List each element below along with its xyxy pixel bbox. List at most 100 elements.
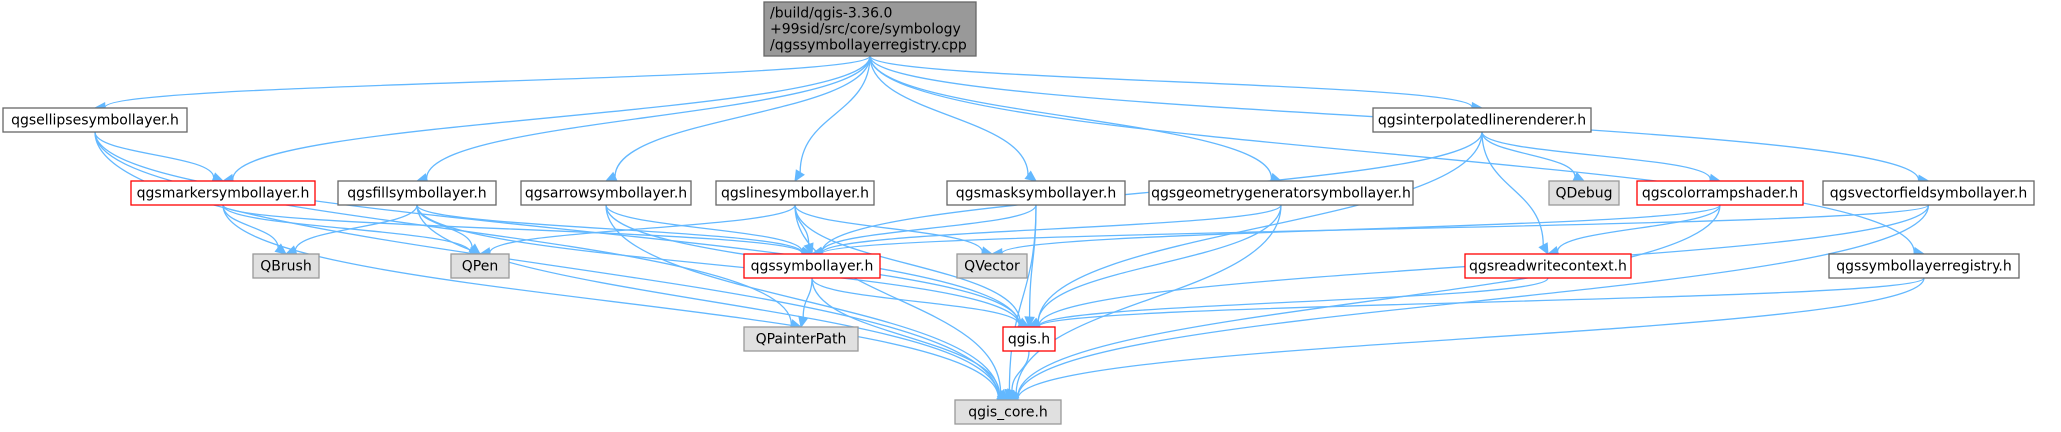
edge-mask-to-symlayer	[821, 204, 1037, 253]
node-label-qdebug: QDebug	[1555, 186, 1612, 202]
node-label-qgis: qgis.h	[1008, 332, 1050, 348]
edge-vectorfield-to-symlayer	[821, 204, 1930, 255]
node-colorramp[interactable]: qgscolorrampshader.h	[1636, 180, 1804, 206]
edge-root-to-arrow	[614, 55, 871, 177]
edge-root-to-ellipse	[104, 55, 871, 108]
node-fill[interactable]: qgsfillsymbollayer.h	[337, 180, 497, 206]
edge-colorramp-to-qgiscore	[1016, 204, 1721, 398]
edge-vectorfield-to-qgiscore	[1017, 204, 1930, 398]
node-box-qbrush	[252, 253, 320, 279]
edge-rwcontext-to-qgis	[1038, 277, 1549, 327]
node-box-qpen	[450, 253, 510, 279]
node-ellipse[interactable]: qgsellipsesymbollayer.h	[2, 107, 188, 133]
node-label-qbrush: QBrush	[260, 259, 311, 275]
edge-ellipse-to-qgis	[94, 131, 1020, 325]
edge-fill-to-qbrush	[294, 204, 418, 251]
node-label-geomgen: qgsgeometrygeneratorsymbollayer.h	[1151, 186, 1411, 202]
arrowhead-symlayer-to-qgiscore	[996, 389, 1010, 401]
edge-qgis-to-qgiscore	[1011, 350, 1030, 391]
node-box-qgiscore	[954, 399, 1062, 425]
node-label-marker: qgsmarkersymbollayer.h	[137, 186, 310, 202]
node-root[interactable]: /build/qgis-3.36.0+99sid/src/core/symbol…	[763, 1, 977, 57]
node-geomgen[interactable]: qgsgeometrygeneratorsymbollayer.h	[1148, 180, 1414, 206]
node-label-arrow: qgsarrowsymbollayer.h	[525, 186, 687, 202]
edge-line-to-qpen	[489, 204, 796, 253]
node-box-qgis	[1002, 326, 1056, 352]
node-interp[interactable]: qgsinterpolatedlinerenderer.h	[1372, 107, 1592, 133]
edge-marker-to-qgiscore	[222, 204, 999, 398]
node-arrow[interactable]: qgsarrowsymbollayer.h	[520, 180, 692, 206]
node-box-symlayer	[743, 253, 881, 279]
edge-root-to-mask	[869, 55, 1029, 175]
arrowhead-root-to-mask	[1024, 170, 1037, 182]
node-label-interp: qgsinterpolatedlinerenderer.h	[1378, 113, 1586, 129]
node-box-fill	[337, 180, 497, 206]
edge-arrow-to-qgiscore	[605, 204, 1000, 396]
node-box-marker	[130, 180, 316, 206]
edge-geomgen-to-qgiscore	[1015, 204, 1282, 395]
node-marker[interactable]: qgsmarkersymbollayer.h	[130, 180, 316, 206]
edge-mask-to-qgiscore	[1008, 204, 1037, 391]
edge-geomgen-to-symlayer	[821, 204, 1282, 254]
node-box-mask	[946, 180, 1126, 206]
node-qdebug[interactable]: QDebug	[1548, 180, 1620, 206]
edge-registry-to-qgis	[1038, 277, 1925, 328]
node-qgiscore[interactable]: qgis_core.h	[954, 399, 1062, 425]
edge-fill-to-qgiscore	[416, 204, 1000, 397]
node-qvector[interactable]: QVector	[956, 253, 1028, 279]
edge-symlayer-to-qgiscore	[811, 277, 1001, 395]
arrowhead-fill-to-qpen	[468, 243, 481, 255]
edge-line-to-qgis	[794, 204, 1021, 323]
edge-root-to-registry	[869, 55, 1915, 253]
edge-marker-to-qpen	[222, 204, 471, 253]
arrowhead-mask-to-qgis	[1024, 316, 1035, 329]
edge-root-to-line	[799, 55, 871, 173]
node-vectorfield[interactable]: qgsvectorfieldsymbollayer.h	[1822, 180, 2035, 206]
edge-line-to-qvector	[794, 204, 983, 252]
node-box-colorramp	[1636, 180, 1804, 206]
arrowhead-marker-to-qbrush	[274, 243, 287, 255]
edge-root-to-marker	[232, 55, 871, 180]
edge-fill-to-symlayer	[416, 204, 803, 254]
node-label-qvector: QVector	[964, 259, 1020, 275]
node-label-vectorfield: qgsvectorfieldsymbollayer.h	[1830, 186, 2027, 202]
edge-registry-to-qgiscore	[1017, 277, 1925, 399]
node-rwcontext[interactable]: qgsreadwritecontext.h	[1464, 253, 1632, 279]
node-box-rwcontext	[1464, 253, 1632, 279]
edge-ellipse-to-qpainterpath	[94, 131, 793, 325]
edge-ellipse-to-marker	[94, 131, 215, 178]
node-label-line: qgslinesymbollayer.h	[721, 186, 869, 202]
node-qpen[interactable]: QPen	[450, 253, 510, 279]
edge-symlayer-to-qpainterpath	[802, 277, 813, 318]
node-qbrush[interactable]: QBrush	[252, 253, 320, 279]
node-label-colorramp: qgscolorrampshader.h	[1642, 186, 1798, 202]
node-qgis[interactable]: qgis.h	[1002, 326, 1056, 352]
edge-line-to-symlayer	[794, 204, 810, 245]
node-label-rwcontext: qgsreadwritecontext.h	[1469, 259, 1627, 275]
node-mask[interactable]: qgsmasksymbollayer.h	[946, 180, 1126, 206]
node-box-registry	[1828, 253, 2020, 279]
node-line[interactable]: qgslinesymbollayer.h	[715, 180, 875, 206]
edge-interp-to-colorramp	[1481, 131, 1711, 180]
node-box-interp	[1372, 107, 1592, 133]
edge-colorramp-to-rwcontext	[1556, 204, 1721, 252]
arrowhead-qgis-to-qgiscore	[1007, 388, 1017, 402]
node-label-root: /build/qgis-3.36.0	[770, 6, 892, 22]
node-label-root: /qgssymbollayerregistry.cpp	[770, 38, 967, 54]
node-label-root: +99sid/src/core/symbology	[770, 22, 961, 38]
node-label-ellipse: qgsellipsesymbollayer.h	[11, 113, 179, 129]
edge-root-to-geomgen	[869, 55, 1273, 179]
edge-marker-to-symlayer	[222, 204, 803, 254]
node-registry[interactable]: qgssymbollayerregistry.h	[1828, 253, 2020, 279]
arrowhead-symlayer-to-qpainterpath	[798, 315, 809, 329]
node-label-fill: qgsfillsymbollayer.h	[347, 186, 486, 202]
node-box-qpainterpath	[743, 326, 859, 352]
node-label-qgiscore: qgis_core.h	[968, 405, 1048, 421]
edge-arrow-to-symlayer	[605, 204, 803, 252]
node-symlayer[interactable]: qgssymbollayer.h	[743, 253, 881, 279]
node-box-ellipse	[2, 107, 188, 133]
node-box-arrow	[520, 180, 692, 206]
node-label-qpen: QPen	[462, 259, 498, 275]
node-qpainterpath[interactable]: QPainterPath	[743, 326, 859, 352]
